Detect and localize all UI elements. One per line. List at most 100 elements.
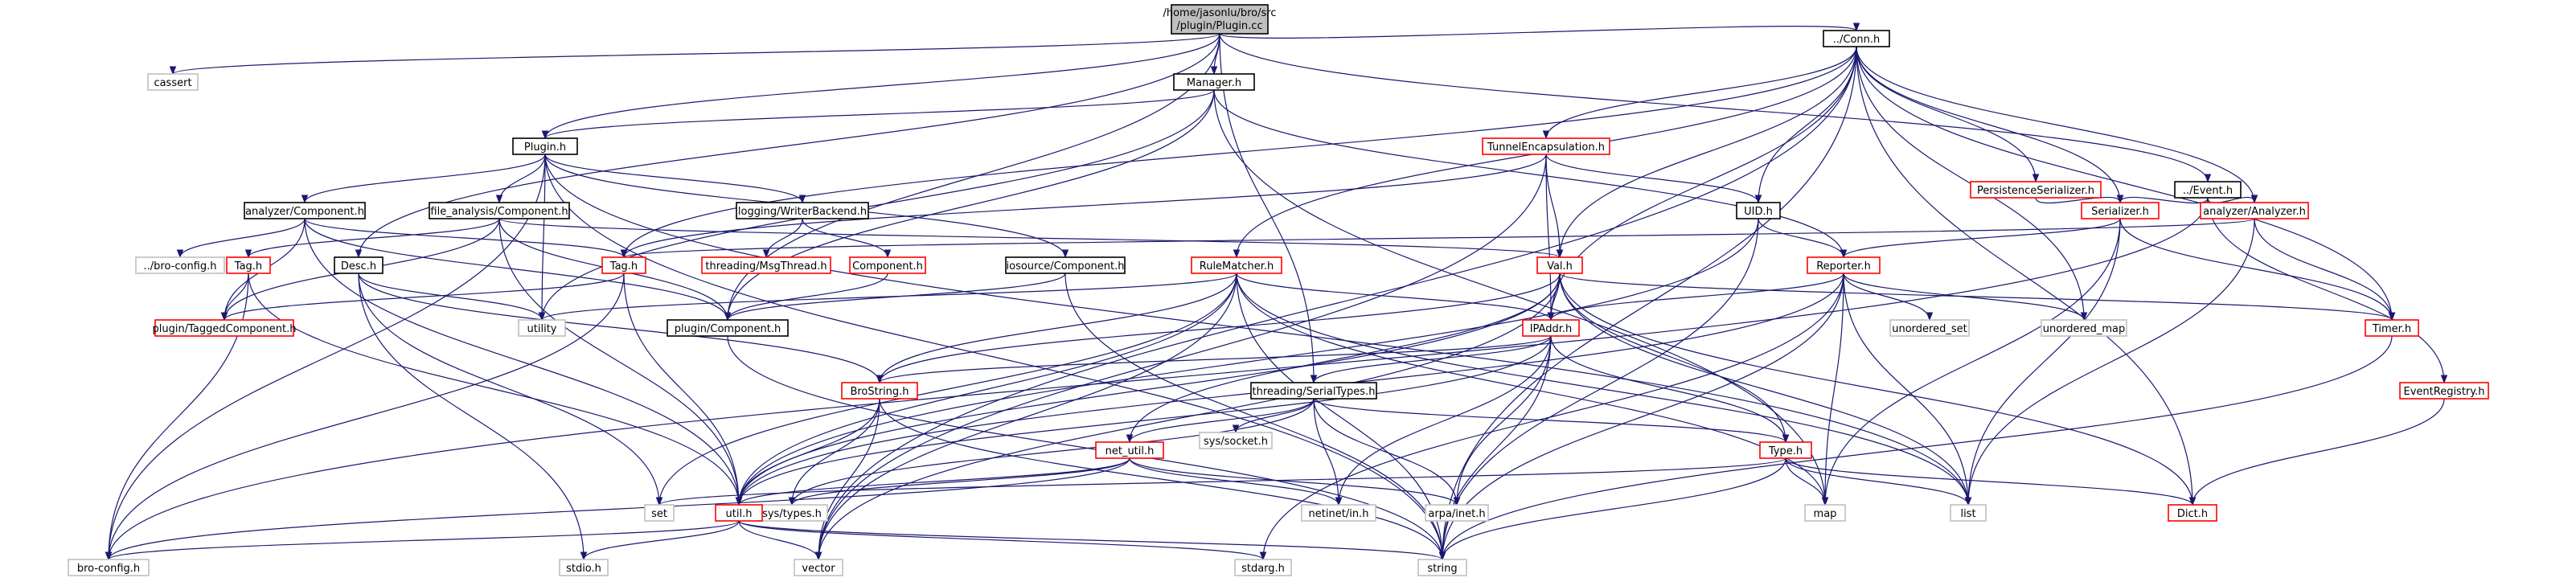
- node-manager_h[interactable]: Manager.h: [1173, 73, 1255, 91]
- edge-fa_comp_h-to-val_h: [498, 218, 1563, 259]
- edge-an_comp_h-to-broconfig_top: [176, 218, 306, 259]
- node-label: Plugin.h: [524, 141, 566, 154]
- edge-analyzer_h-to-timer_h: [2254, 218, 2396, 322]
- node-box: [226, 256, 271, 274]
- node-timer_h[interactable]: Timer.h: [2365, 319, 2419, 337]
- edge-serializer_h-to-reporter_h: [1840, 218, 2121, 259]
- edge-ipaddr_h-to-string: [1438, 335, 1552, 561]
- node-event_h[interactable]: ../Event.h: [2174, 181, 2242, 199]
- node-an_comp_h[interactable]: analyzer/Component.h: [244, 202, 366, 219]
- node-brostring_h[interactable]: BroString.h: [841, 382, 918, 400]
- edge-net_util_h-to-util_h: [735, 457, 1130, 506]
- node-type_h[interactable]: Type.h: [1759, 441, 1812, 459]
- edge-reporter_h-to-unordered_set: [1843, 273, 1934, 322]
- node-label: ../bro-config.h: [144, 260, 217, 273]
- edge-desc_h-to-brostring_h: [358, 273, 884, 384]
- node-box: [512, 137, 578, 155]
- edge-conn_h-to-tag_h2: [620, 46, 1857, 259]
- node-box: [1482, 137, 1610, 155]
- node-box: [794, 559, 843, 576]
- edge-brostring_h-to-util_h: [735, 398, 880, 506]
- node-label: map: [1814, 508, 1837, 520]
- edge-manager_h-to-plugin_h: [541, 89, 1215, 140]
- node-conn_h[interactable]: ../Conn.h: [1823, 30, 1890, 47]
- edge-conn_h-to-val_h: [1556, 46, 1857, 259]
- edge-rule_h-to-set: [655, 273, 1237, 506]
- edges-layer: [105, 23, 2448, 561]
- edge-val_h-to-timer_h: [1559, 273, 2395, 322]
- node-evreg_h[interactable]: EventRegistry.h: [2399, 382, 2489, 400]
- node-tunnel_h[interactable]: TunnelEncapsulation.h: [1482, 137, 1610, 155]
- node-stdio: stdio.h: [559, 559, 609, 576]
- node-set: set: [644, 504, 675, 522]
- node-fa_comp_h[interactable]: file_analysis/Component.h: [429, 202, 570, 219]
- edge-util_h-to-vector: [738, 520, 822, 561]
- node-list: list: [1950, 504, 1987, 522]
- node-box: [429, 202, 570, 219]
- node-label: UID.h: [1744, 206, 1773, 218]
- node-util_h[interactable]: util.h: [715, 504, 763, 522]
- edge-rule_h-to-vector: [814, 273, 1237, 561]
- edge-an_comp_h-to-tag_h2: [304, 218, 628, 259]
- node-box: [1970, 181, 2102, 199]
- edge-plugin_cc-to-event_h: [1219, 33, 2212, 183]
- node-tagged_h[interactable]: plugin/TaggedComponent.h: [153, 319, 297, 337]
- node-box: [1536, 256, 1583, 274]
- node-box: [2041, 319, 2127, 337]
- node-label: util.h: [726, 508, 753, 520]
- node-serial_h[interactable]: threading/SerialTypes.h: [1250, 382, 1377, 400]
- node-msgthread_h[interactable]: threading/MsgThread.h: [701, 256, 831, 274]
- node-label: Val.h: [1547, 260, 1573, 273]
- node-ipaddr_h[interactable]: IPAddr.h: [1522, 319, 1580, 337]
- node-plugin_cc[interactable]: /home/jasonlu/bro/src/plugin/Plugin.cc: [1163, 4, 1277, 35]
- node-writer_h[interactable]: logging/WriterBackend.h: [736, 202, 869, 219]
- node-dict_h[interactable]: Dict.h: [2168, 504, 2217, 522]
- edge-reporter_h-to-ipaddr_h: [1547, 273, 1844, 322]
- edge-serial_h-to-type_h: [1313, 398, 1790, 444]
- node-broconfig_h: bro-config.h: [68, 559, 150, 576]
- node-unordered_map: unordered_map: [2041, 319, 2127, 337]
- node-tag_h1[interactable]: Tag.h: [226, 256, 271, 274]
- node-serializer_h[interactable]: Serializer.h: [2081, 202, 2160, 219]
- node-rule_h[interactable]: RuleMatcher.h: [1191, 256, 1282, 274]
- node-desc_h[interactable]: Desc.h: [334, 256, 384, 274]
- node-label: /home/jasonlu/bro/src: [1163, 7, 1276, 19]
- node-box: [244, 202, 366, 219]
- node-label: ../Event.h: [2183, 185, 2233, 197]
- edge-type_h-to-list: [1785, 457, 1972, 506]
- edge-serial_h-to-netinet: [1313, 398, 1343, 506]
- node-plug_comp_h[interactable]: plugin/Component.h: [667, 319, 789, 337]
- node-box: [1950, 504, 1987, 522]
- node-label: utility: [527, 323, 557, 335]
- edge-plugin_cc-to-conn_h: [1219, 23, 1860, 39]
- node-label: netinet/in.h: [1309, 508, 1369, 520]
- edge-uid_h-to-util_h: [735, 218, 1759, 506]
- node-arpa: arpa/inet.h: [1425, 504, 1489, 522]
- edge-net_util_h-to-arpa: [1129, 457, 1461, 506]
- edge-plugin_h-to-list: [544, 154, 1972, 506]
- edge-ipaddr_h-to-arpa: [1453, 335, 1552, 506]
- edge-comp_h-to-plug_comp_h: [724, 273, 888, 322]
- node-label: iosource/Component.h: [1007, 260, 1125, 273]
- node-persist_h[interactable]: PersistenceSerializer.h: [1970, 181, 2102, 199]
- node-box: [701, 256, 831, 274]
- edge-plugin_h-to-broconfig_h: [105, 154, 546, 561]
- edge-util_h-to-stdarg: [738, 520, 1267, 561]
- edge-type_h-to-map: [1785, 457, 1829, 506]
- node-net_util_h[interactable]: net_util.h: [1095, 441, 1164, 459]
- node-box: [1889, 319, 1970, 337]
- node-val_h[interactable]: Val.h: [1536, 256, 1583, 274]
- edge-rule_h-to-brostring_h: [876, 273, 1237, 384]
- node-uid_h[interactable]: UID.h: [1736, 202, 1781, 219]
- node-analyzer_h[interactable]: analyzer/Analyzer.h: [2200, 202, 2309, 219]
- node-broconfig_top: ../bro-config.h: [135, 256, 225, 274]
- node-io_comp_h[interactable]: iosource/Component.h: [1005, 256, 1126, 274]
- node-comp_h[interactable]: Component.h: [849, 256, 926, 274]
- node-reporter_h[interactable]: Reporter.h: [1807, 256, 1881, 274]
- node-plugin_h[interactable]: Plugin.h: [512, 137, 578, 155]
- node-tag_h2[interactable]: Tag.h: [601, 256, 646, 274]
- node-box: [135, 256, 225, 274]
- edge-analyzer_h-to-list: [1964, 218, 2255, 506]
- node-box: [1736, 202, 1781, 219]
